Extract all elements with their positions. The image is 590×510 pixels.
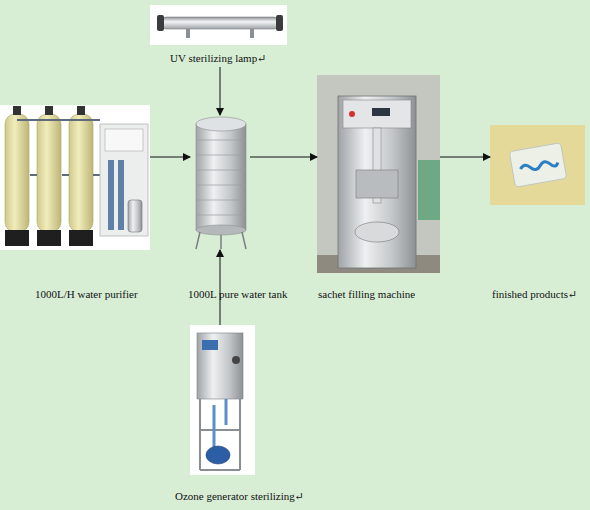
ozone-pipe <box>214 399 226 450</box>
tank-lid <box>196 117 246 131</box>
node-caption: 1000L pure water tank <box>188 288 287 301</box>
flow-arrow <box>440 157 490 158</box>
vessel-valve <box>45 106 53 115</box>
finished-products-picture <box>490 125 585 205</box>
sealing-unit <box>356 170 398 198</box>
node-caption: UV sterilizing lamp↵ <box>170 52 266 65</box>
panel-button <box>349 111 355 117</box>
control-frame <box>100 124 148 236</box>
film-roll <box>355 222 399 242</box>
uv-end-cap <box>157 15 164 31</box>
filter-vessel <box>5 114 29 232</box>
node-caption: 1000L/H water purifier <box>35 288 138 301</box>
picture-node: sachet filling machine <box>317 75 440 273</box>
tank-bottom <box>196 225 246 235</box>
photo-background <box>490 125 585 205</box>
panel-display <box>372 108 390 116</box>
vessel-base <box>37 230 61 246</box>
vessel-base <box>69 230 93 246</box>
flow-arrow <box>250 157 317 158</box>
uv-lamp-picture <box>150 5 287 45</box>
control-panel <box>343 100 411 128</box>
wall-sign <box>418 160 440 220</box>
tank-legs <box>196 232 246 249</box>
uv-port <box>186 29 190 38</box>
picture-node: UV sterilizing lamp↵ <box>150 5 287 67</box>
flow-arrow <box>220 67 221 115</box>
pipework <box>17 120 102 175</box>
ozone-generator-picture <box>190 325 255 475</box>
filter-vessel <box>69 114 93 232</box>
vessel-base <box>5 230 29 246</box>
tank-bands <box>196 140 246 215</box>
flow-arrow <box>150 157 190 158</box>
photo-background <box>0 105 150 250</box>
node-caption: finished products↵ <box>492 288 577 301</box>
uv-port <box>250 29 254 38</box>
water-sachet <box>509 143 566 187</box>
membrane-housing <box>118 160 124 230</box>
photo-background <box>190 325 255 475</box>
uv-end-cap <box>276 15 283 31</box>
photo-background <box>150 5 287 45</box>
generator-knob <box>232 356 240 364</box>
picture-node: Ozone generator sterilizing↵ <box>190 325 255 475</box>
picture-node: finished products↵ <box>490 125 585 205</box>
stand-frame <box>200 399 240 470</box>
pump-motor <box>206 446 230 464</box>
control-panel <box>105 129 143 151</box>
vessel-valve <box>13 106 21 115</box>
water-tank-picture <box>196 117 246 249</box>
flow-arrow <box>220 250 221 325</box>
picture-node: 1000L/H water purifier <box>0 105 150 250</box>
tank-body <box>196 124 246 230</box>
water-purifier-picture <box>0 105 150 250</box>
machine-cabinet <box>338 96 416 268</box>
membrane-housing <box>108 160 114 230</box>
picture-node: 1000L pure water tank <box>190 115 250 250</box>
generator-cabinet <box>197 333 243 399</box>
filling-machine-picture <box>317 75 440 273</box>
generator-label <box>202 340 218 350</box>
filter-vessel <box>37 114 61 232</box>
photo-background <box>317 75 440 273</box>
pump <box>128 200 142 232</box>
vessel-valve <box>77 106 85 115</box>
node-caption: Ozone generator sterilizing↵ <box>175 490 304 503</box>
sachet-print <box>520 160 558 173</box>
node-caption: sachet filling machine <box>318 288 415 301</box>
uv-tube <box>162 17 278 29</box>
